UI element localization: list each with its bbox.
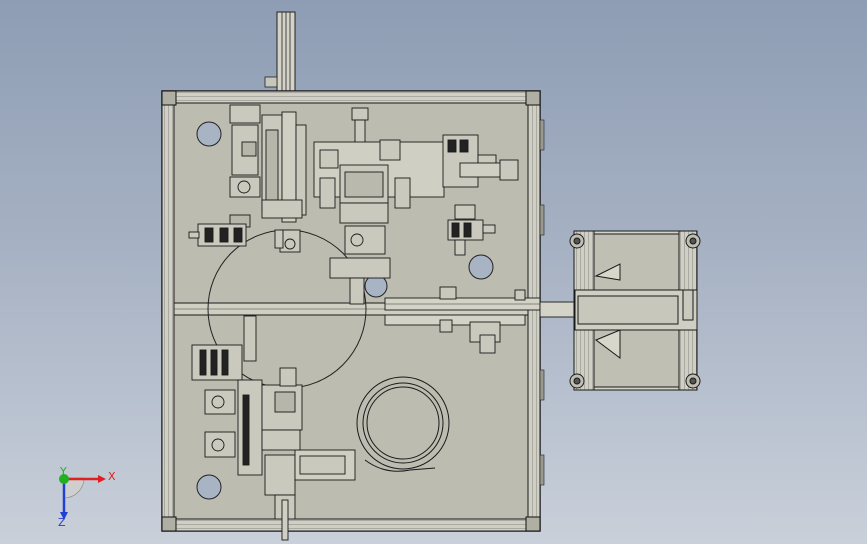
y-axis-label: Y — [59, 465, 67, 478]
top-vertical-rail — [264, 11, 296, 108]
side-hopper-unit — [569, 230, 701, 391]
z-axis-label: Z — [58, 516, 66, 529]
y-axis-dot — [59, 474, 69, 484]
left-lower-assembly — [191, 315, 356, 541]
tubing-coil — [356, 376, 450, 472]
mounting-holes — [196, 121, 494, 500]
left-upper-assembly — [188, 104, 307, 253]
horizontal-conveyor-rail — [384, 286, 576, 354]
right-middle-assembly — [447, 204, 496, 256]
center-top-assembly — [313, 107, 519, 305]
x-axis-label: X — [108, 470, 116, 483]
axis-triad: X Y Z — [58, 465, 116, 529]
